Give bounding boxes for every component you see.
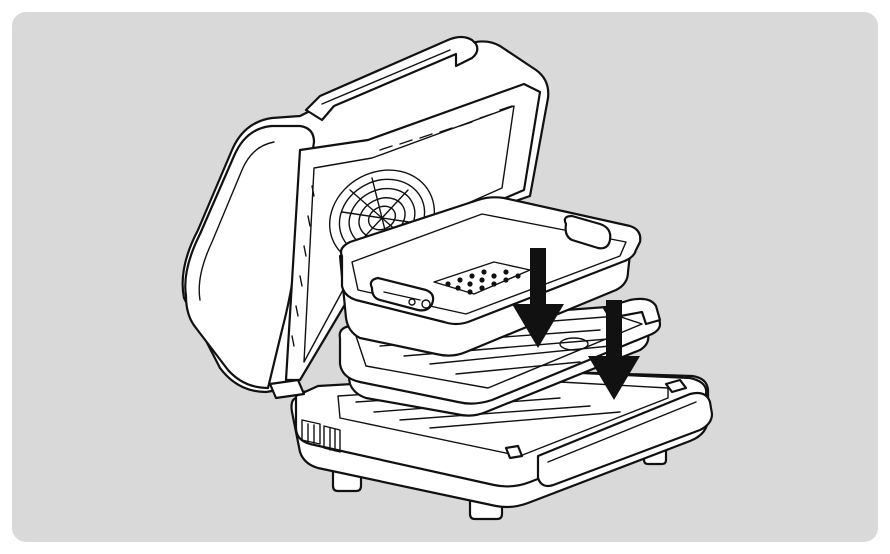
lid-handle (304, 35, 479, 122)
down-arrow-left (512, 248, 564, 348)
base-front-handle (536, 391, 714, 488)
base-button (664, 378, 688, 394)
base-unit (290, 370, 714, 521)
lid-hinge (268, 378, 306, 400)
basket-handle-slot (563, 214, 612, 250)
base-button (504, 444, 524, 460)
down-arrow-right (588, 300, 640, 400)
upper-basket (338, 196, 642, 357)
vent-slots (301, 419, 341, 453)
basket-handle-slot (369, 276, 435, 312)
lid-rim-slots (291, 105, 513, 347)
